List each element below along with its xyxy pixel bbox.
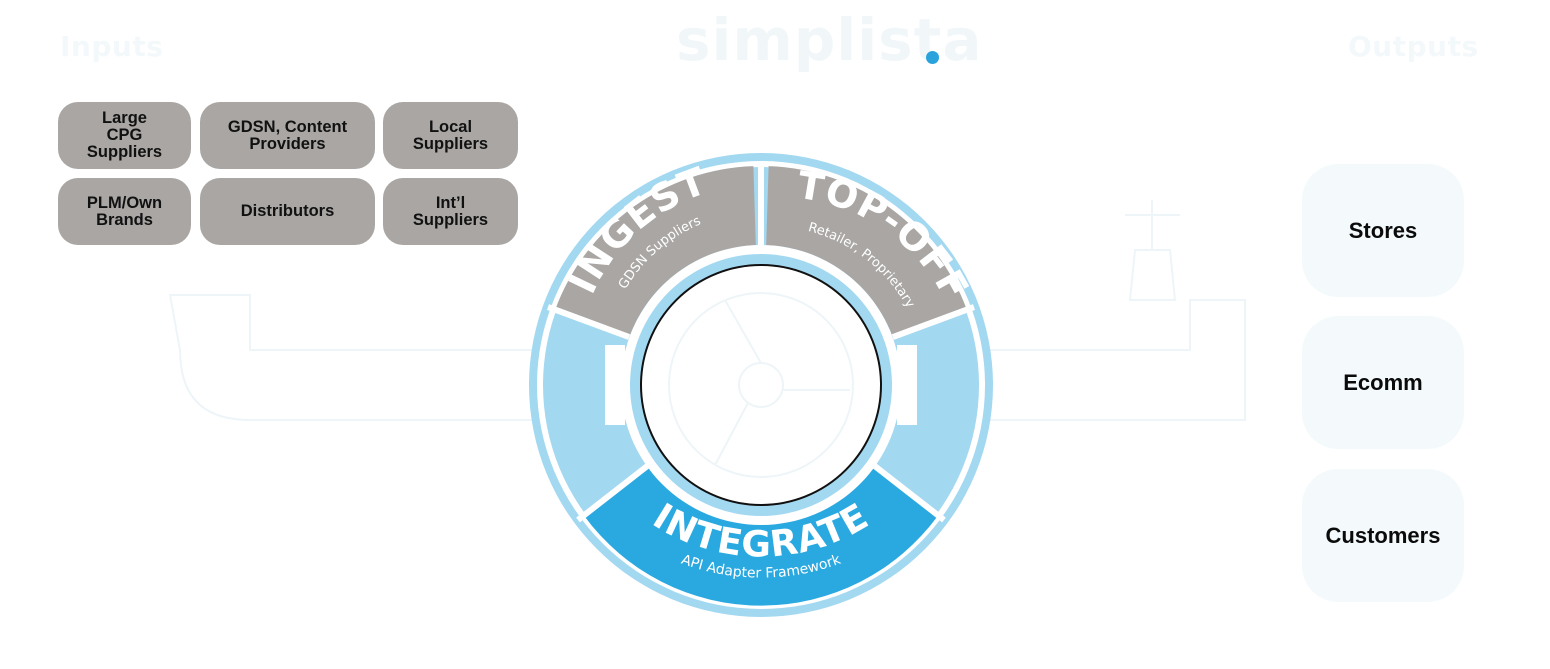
output-customers: Customers: [1302, 469, 1464, 602]
ingest-segment[interactable]: [555, 166, 756, 338]
inputs-title: Inputs: [60, 30, 164, 63]
input-intl-suppliers: Int’l Suppliers: [383, 178, 518, 245]
input-gdsn-content-providers: GDSN, Content Providers: [200, 102, 375, 169]
pipe-flange-left: [605, 345, 625, 425]
input-local-suppliers: Local Suppliers: [383, 102, 518, 169]
input-large-cpg-suppliers: Large CPG Suppliers: [58, 102, 191, 169]
input-distributors: Distributors: [200, 178, 375, 245]
center-hub: [640, 264, 882, 506]
output-stores: Stores: [1302, 164, 1464, 297]
segment-dividers: [546, 162, 976, 523]
input-plm-own-brands: PLM/Own Brands: [58, 178, 191, 245]
pipe-flange-right: [897, 345, 917, 425]
output-ecomm: Ecomm: [1302, 316, 1464, 449]
valve-wheel-icon: [668, 292, 854, 478]
integrate-segment[interactable]: [584, 466, 938, 606]
topoff-segment[interactable]: [766, 166, 967, 338]
outputs-title: Outputs: [1348, 30, 1479, 63]
brand-logo-dot: [926, 51, 939, 64]
